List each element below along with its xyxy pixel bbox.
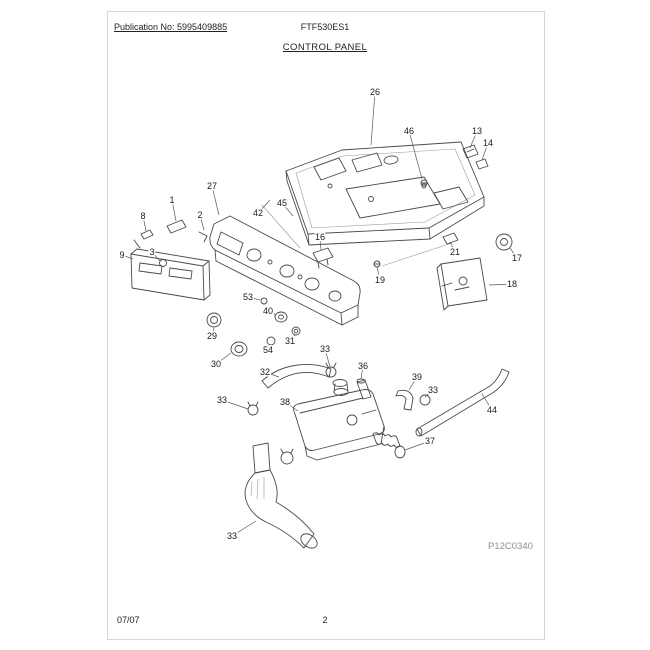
control-panel-strip-drawing <box>209 215 361 326</box>
callout-leader-line <box>247 296 261 301</box>
callout-leader-line <box>481 393 493 411</box>
publication-number: Publication No: 5995409885 <box>114 22 228 32</box>
screw-46-drawing <box>420 179 428 187</box>
hose-clamps-drawing <box>247 362 431 465</box>
callout-label: 33 <box>227 531 237 541</box>
callout-label: 36 <box>358 361 368 371</box>
callout-leader-line <box>221 399 249 410</box>
callout-label: 42 <box>253 208 263 218</box>
callout-leader-line <box>488 283 513 286</box>
page-title-text: CONTROL PANEL <box>282 42 368 53</box>
callout-leader-line <box>199 214 205 231</box>
callout-label: 26 <box>370 87 380 97</box>
callout-label: 44 <box>487 405 497 415</box>
callout-label: 16 <box>315 232 325 242</box>
callout-label: 38 <box>280 397 290 407</box>
callout-leader-line <box>264 371 280 378</box>
callout-label: 1 <box>169 195 174 205</box>
callout-label: 33 <box>428 385 438 395</box>
callout-label: 37 <box>425 436 435 446</box>
callout-leader-line <box>509 247 518 259</box>
callout-leader-line <box>267 310 277 316</box>
callout-leader-line <box>171 199 177 222</box>
callout-leader-line <box>324 348 331 368</box>
callout-label: 9 <box>119 250 124 260</box>
callout-label: 14 <box>483 138 493 148</box>
callout-label: 46 <box>404 126 414 136</box>
callout-leader-line <box>408 130 423 180</box>
page-title: CONTROL PANEL <box>0 42 650 53</box>
callout-label: 53 <box>243 292 253 302</box>
callout-leader-line <box>289 334 296 342</box>
callout-label: 31 <box>285 336 295 346</box>
callout-leader-line <box>281 202 294 217</box>
callout-leader-line <box>360 365 364 380</box>
callout-leader-line <box>469 130 478 149</box>
callout-label: 54 <box>263 345 273 355</box>
callout-label: 17 <box>512 253 522 263</box>
callout-label: 18 <box>507 279 517 289</box>
callout-leader-line <box>481 142 489 161</box>
clips-13-14-drawing <box>462 144 489 170</box>
callout-leader-line <box>215 352 232 365</box>
callout-leader-line <box>142 215 147 232</box>
elbow-39-drawing <box>395 389 414 411</box>
callout-leader-line <box>211 185 220 216</box>
callout-label: 3 <box>149 247 154 257</box>
callout-label: 13 <box>472 126 482 136</box>
callout-label: 19 <box>375 275 385 285</box>
callout-label: 30 <box>211 359 221 369</box>
callout-label: 21 <box>450 247 460 257</box>
callout-leader-line <box>151 251 161 262</box>
callout-leader-line <box>231 520 257 537</box>
drawer-bracket-drawing <box>130 248 211 301</box>
funnel-drawing <box>244 442 318 549</box>
callout-label: 33 <box>320 344 330 354</box>
top-panel-drawing <box>261 141 485 267</box>
callout-leader-line <box>376 266 381 281</box>
callout-label: 2 <box>197 210 202 220</box>
footer-date: 07/07 <box>117 615 140 625</box>
callout-leader-line <box>319 236 322 251</box>
callout-label: 40 <box>263 306 273 316</box>
callout-label: 39 <box>412 372 422 382</box>
screw-19-drawing <box>373 260 381 268</box>
knob-17-drawing <box>495 233 513 251</box>
hose-36-drawing <box>356 378 372 400</box>
callout-leader-line <box>424 389 434 398</box>
callout-leader-line <box>257 199 271 214</box>
knobs-drawing <box>206 297 301 357</box>
callout-leader-line <box>449 241 456 253</box>
hose-32-drawing <box>261 364 332 389</box>
callout-label: 29 <box>207 331 217 341</box>
diagram-code: P12C0340 <box>488 541 533 552</box>
callout-leader-line <box>121 254 134 260</box>
bellows-drawing <box>372 432 406 459</box>
callout-leader-line <box>284 401 299 412</box>
page-border <box>107 11 545 640</box>
model-number: FTF530ES1 <box>300 22 350 32</box>
callout-label: 45 <box>277 198 287 208</box>
callout-label: 27 <box>207 181 217 191</box>
footer-page-number: 2 <box>322 615 328 625</box>
switch-drawing <box>312 247 334 269</box>
bracket-21-drawing <box>442 232 459 245</box>
callout-label: 32 <box>260 367 270 377</box>
callout-label: 8 <box>140 211 145 221</box>
dispenser-drawing <box>293 379 385 461</box>
callout-leader-line <box>370 91 376 146</box>
timer-drawing <box>436 257 488 311</box>
callout-leader-line <box>211 327 215 337</box>
callout-leader-line <box>267 344 272 351</box>
tube-44-drawing <box>415 368 510 437</box>
small-clips-drawing <box>133 219 208 267</box>
callout-leader-line <box>404 440 431 451</box>
callout-label: 33 <box>217 395 227 405</box>
callout-leader-line <box>408 376 418 391</box>
